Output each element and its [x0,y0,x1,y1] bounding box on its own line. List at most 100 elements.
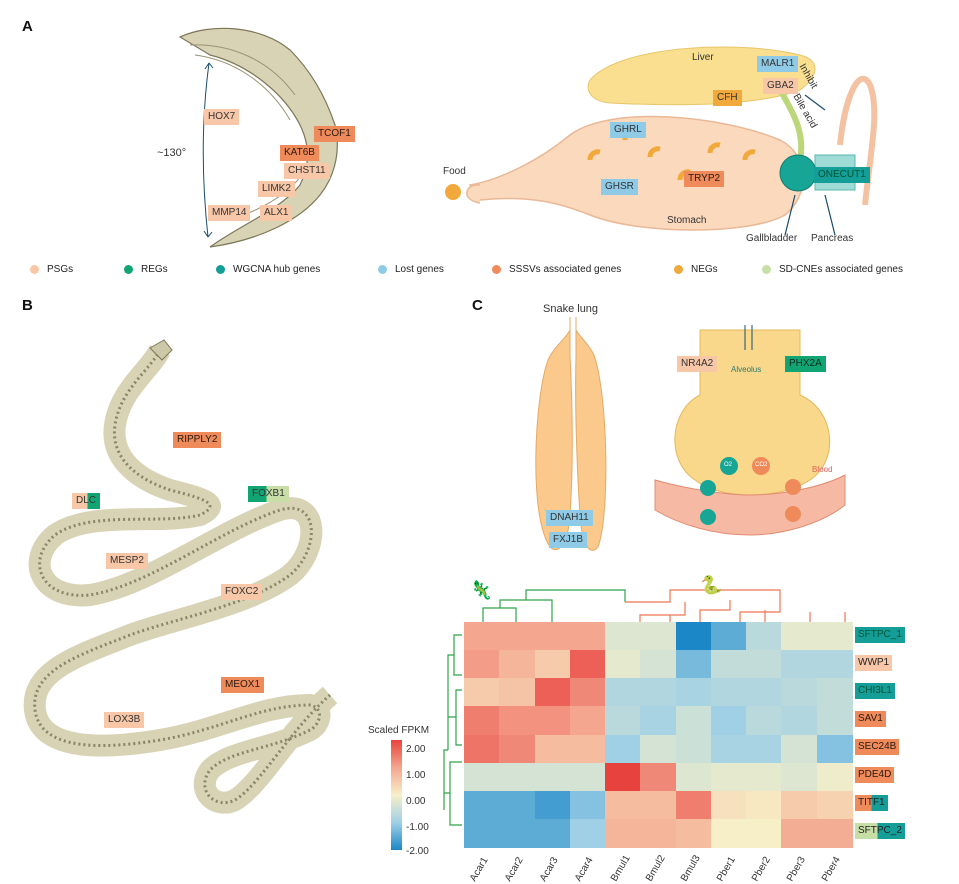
heatmap-cell [710,734,747,764]
heatmap-cell [605,622,642,651]
gene-tag-ghrl: GHRL [610,122,646,138]
heatmap-cell [746,762,783,792]
heatmap-column-label: Acar1 [467,855,491,884]
heatmap-row-label: SAV1 [855,711,886,727]
gene-tag-foxb1: FOXB1 [248,486,289,502]
heatmap-cell [605,818,642,848]
heatmap-cell [569,818,606,848]
gene-tag-chst11: CHST11 [284,163,330,179]
heatmap-cell [464,734,500,764]
snake-lung-illustration [535,317,607,551]
heatmap-cell [746,790,783,820]
blood-label: Blood [812,465,833,474]
gene-tag-nr4a2: NR4A2 [677,356,718,372]
co2-molecule-label: CO2 [755,462,768,468]
heatmap-cell [640,790,677,820]
gene-tag-onecut1: ONECUT1 [814,167,870,183]
heatmap-cell [464,818,500,848]
gene-tag-tcof1: TCOF1 [314,126,355,142]
scale-tick: 0.00 [406,796,426,807]
heatmap-cell [781,734,818,764]
heatmap-cell [499,622,536,651]
panel-label-a: A [22,18,33,35]
heatmap-cell [640,762,677,792]
liver-label: Liver [692,52,714,63]
gene-tag-malr1: MALR1 [757,56,799,72]
heatmap-cell [746,734,783,764]
legend-item: SSSVs associated genes [492,264,621,275]
heatmap-cell [816,706,853,736]
heatmap-cell [781,706,818,736]
heatmap-row-label: WWP1 [855,655,893,671]
heatmap-cell [534,818,571,848]
heatmap-cell [675,790,712,820]
heatmap-cell [605,678,642,708]
gene-tag-lox3b: LOX3B [104,712,145,728]
heatmap-cell [675,706,712,736]
heatmap-cell [816,622,853,651]
legend-swatch [30,265,39,274]
heatmap-cell [816,762,853,792]
heatmap-cell [781,650,818,680]
pancreas-label: Pancreas [811,233,854,244]
heatmap-cell [781,678,818,708]
jaw-angle-label: ~130° [157,147,187,159]
color-scale-bar [391,740,402,850]
heatmap-cell [569,650,606,680]
heatmap-cell [675,650,712,680]
heatmap-cell [781,622,818,651]
heatmap-cell [675,622,712,651]
heatmap-cell [640,706,677,736]
heatmap-column-label: Acar4 [573,855,597,884]
gene-tag-fxj1b: FXJ1B [549,532,588,548]
heatmap-cell [746,818,783,848]
heatmap-cell [746,678,783,708]
heatmap-column-label: Bmul1 [608,853,633,884]
legend-item: REGs [124,264,168,275]
heatmap-row-label: CHI3L1 [855,683,895,699]
gene-tag-ripply2: RIPPLY2 [173,432,222,448]
heatmap-cell [534,650,571,680]
heatmap-cell [710,650,747,680]
gene-tag-foxc2: FOXC2 [221,584,263,600]
heatmap-cell [499,650,536,680]
heatmap-row-label: SFTPC_2 [855,823,905,839]
heatmap-cell [569,790,606,820]
legend-item: PSGs [30,264,73,275]
heatmap-cell [640,678,677,708]
scale-tick: 2.00 [406,744,426,755]
heatmap-cell [499,734,536,764]
heatmap-grid [464,622,853,848]
gene-tag-ghsr: GHSR [601,179,638,195]
heatmap-cell [534,678,571,708]
gene-tag-gba2: GBA2 [763,78,798,94]
legend-swatch [124,265,133,274]
heatmap-cell [605,762,642,792]
heatmap-cell [605,734,642,764]
heatmap-cell [499,678,536,708]
heatmap-cell [569,622,606,651]
heatmap-cell [675,678,712,708]
heatmap-cell [710,678,747,708]
heatmap-column-label: Pber2 [749,854,773,884]
heatmap-column-label: Bmul2 [644,853,668,884]
heatmap-cell [816,678,853,708]
heatmap-column-label: Bmul3 [679,853,703,884]
gene-category-legend: PSGs REGs WGCNA hub genes Lost genes SSS… [30,264,930,280]
alveolus-label: Alveolus [731,365,762,374]
scale-tick: -2.00 [406,846,429,857]
legend-swatch [492,265,501,274]
heatmap-cell [710,622,747,651]
heatmap-column-label: Pber4 [820,854,844,884]
heatmap-cell [499,818,536,848]
o2-molecule-label: O2 [724,462,733,468]
heatmap-cell [675,818,712,848]
heatmap-row-label: PDE4D [855,767,895,783]
food-label: Food [443,166,466,177]
legend-item: NEGs [674,264,718,275]
heatmap-cell [781,762,818,792]
heatmap-cell [534,762,571,792]
scale-tick: -1.00 [406,822,429,833]
snake-skeleton-illustration [23,339,338,814]
heatmap-cell [499,790,536,820]
